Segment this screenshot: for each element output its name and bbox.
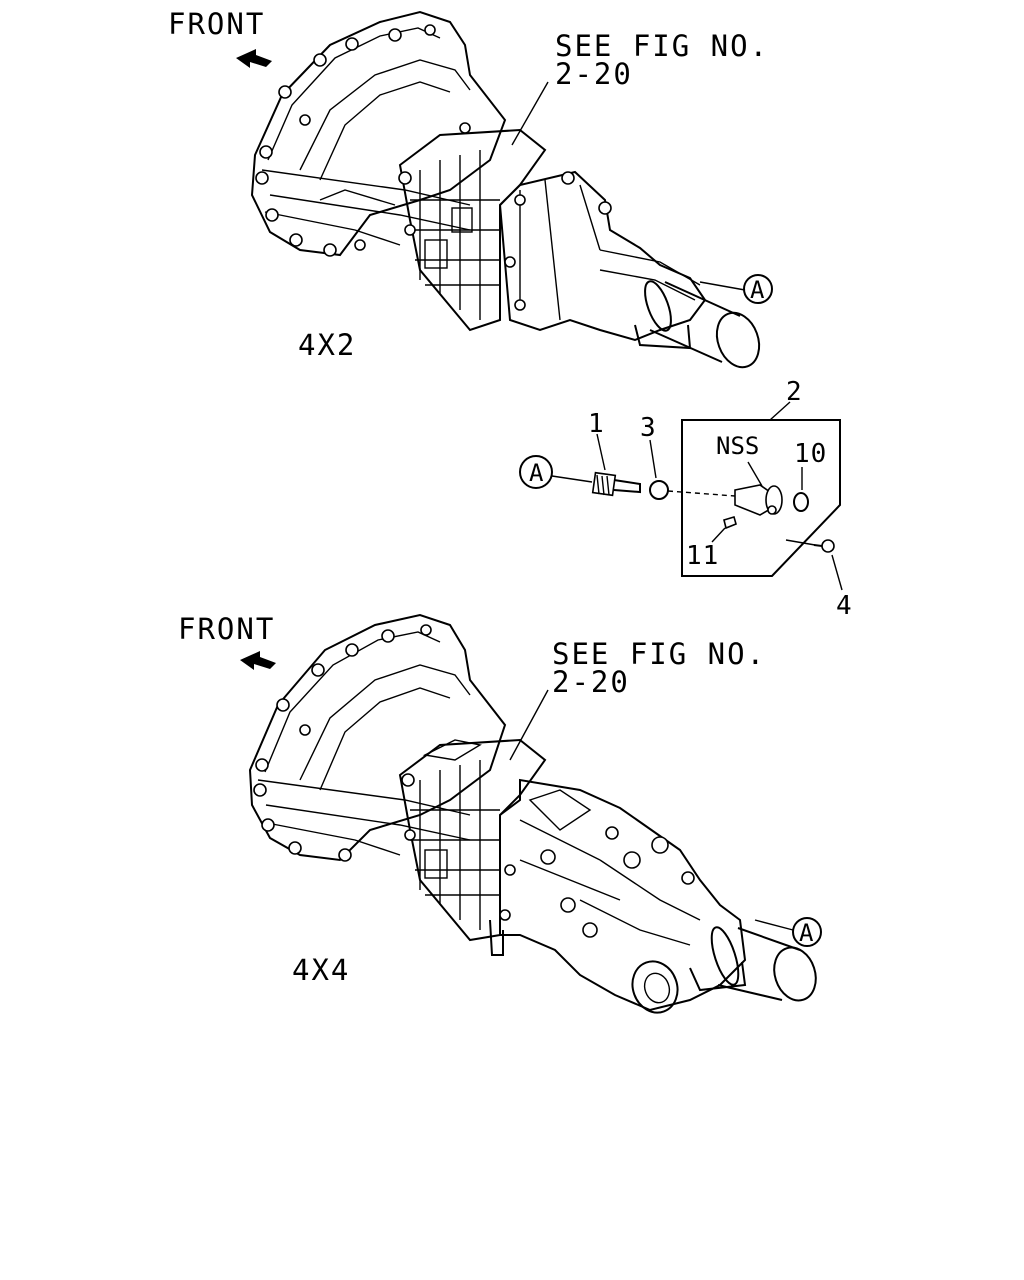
see-fig-number-top: 2-20 [555,57,633,91]
transmission-4x4 [240,613,822,1014]
part-number-4: 4 [836,591,853,621]
nss-label: NSS [716,432,759,460]
see-fig-label-bottom: SEE FIG NO. [552,637,766,671]
callout-a-detail: A [529,459,544,487]
variant-label-4x2: 4X2 [298,328,356,362]
o-ring-part [649,480,669,500]
bolt-part [813,539,835,553]
front-label-bottom: FRONT [178,612,275,646]
front-arrow-icon-bottom [240,651,276,670]
callout-a-bottom: A [799,919,814,947]
seal-part [793,492,809,512]
pin-part [723,516,737,530]
part-number-10: 10 [794,439,827,469]
part-number-2: 2 [786,377,803,407]
driven-gear-part [591,471,641,497]
speed-sensor-detail [519,401,843,591]
part-number-11: 11 [686,541,719,571]
part-number-1: 1 [588,409,605,439]
front-arrow-icon [236,49,272,68]
transmission-4x2 [236,10,773,369]
variant-label-4x4: 4X4 [292,953,350,987]
see-fig-number-bottom: 2-20 [552,665,630,699]
sensor-body-part [734,484,783,516]
see-fig-label-top: SEE FIG NO. [555,29,769,63]
callout-a-top: A [750,276,765,304]
part-number-3: 3 [640,413,657,443]
front-label-top: FRONT [168,7,265,41]
